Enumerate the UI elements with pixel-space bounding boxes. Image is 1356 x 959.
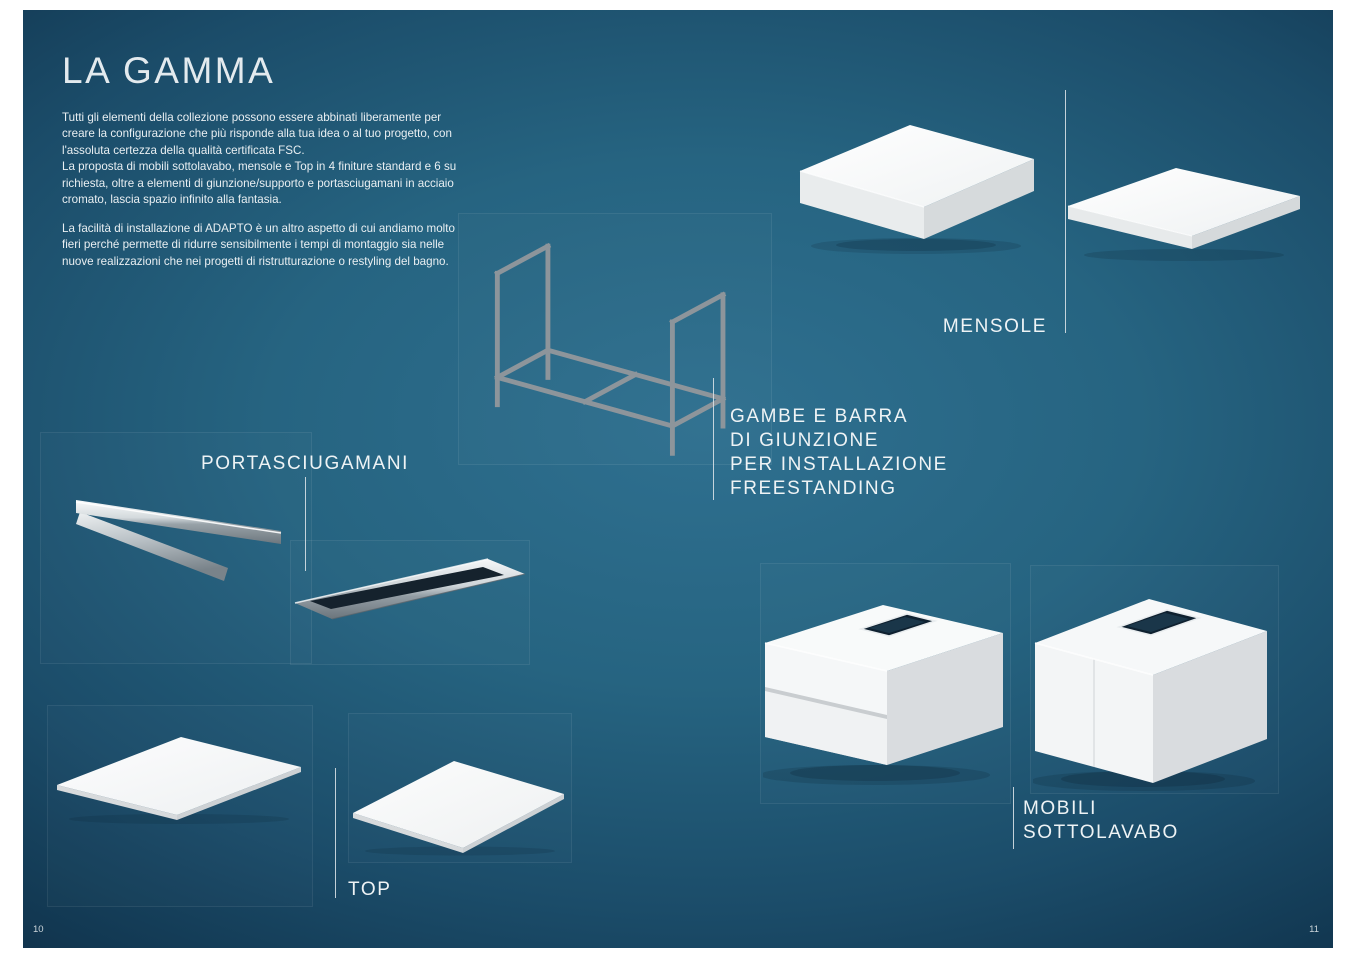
label-mobili-sottolavabo: MOBILI SOTTOLAVABO — [1023, 798, 1179, 843]
leader-line-portasciugamani — [305, 477, 306, 571]
image-frame-top-small — [348, 713, 572, 863]
vanity-unit-double-drawer-illustration — [763, 605, 1003, 785]
label-gambe-barra-giunzione: GAMBE E BARRA DI GIUNZIONE PER INSTALLAZ… — [730, 406, 948, 499]
top-panel-large-illustration — [57, 737, 301, 824]
legs-frame-illustration — [494, 242, 727, 456]
shelf-thin-illustration — [1067, 168, 1300, 261]
top-panel-small-illustration — [353, 761, 564, 856]
image-frame-legs — [458, 213, 772, 465]
shelf-thick-illustration — [799, 125, 1034, 254]
image-frame-top-large — [47, 705, 313, 907]
label-top: TOP — [348, 879, 392, 900]
page-number-left: 10 — [33, 924, 44, 935]
leader-line-top — [335, 768, 336, 898]
towel-rail-single-illustration — [75, 500, 282, 581]
image-frame-vanity-wide — [760, 563, 1011, 804]
leader-line-mobili — [1013, 787, 1014, 849]
towel-rail-double-illustration — [294, 558, 526, 620]
label-portasciugamani: PORTASCIUGAMANI — [200, 453, 410, 474]
page-title: LA GAMMA — [62, 50, 276, 91]
page-number-right: 11 — [1309, 924, 1319, 935]
leader-line-mensole — [1065, 90, 1066, 333]
image-frame-towel-rail-single — [40, 432, 312, 664]
intro-paragraph-2: La facilità di installazione di ADAPTO è… — [62, 221, 455, 268]
image-frame-vanity-cube — [1030, 565, 1279, 794]
label-mensole: MENSOLE — [942, 316, 1047, 337]
leader-line-gambe — [713, 378, 714, 500]
brochure-spread-background: LA GAMMA Tutti gli elementi della collez… — [23, 10, 1333, 948]
vanity-unit-single-drawer-illustration — [1033, 599, 1267, 791]
intro-text-block: Tutti gli elementi della collezione poss… — [62, 110, 466, 282]
image-frame-towel-rail-double — [290, 540, 530, 665]
intro-paragraph-1: Tutti gli elementi della collezione poss… — [62, 111, 457, 207]
